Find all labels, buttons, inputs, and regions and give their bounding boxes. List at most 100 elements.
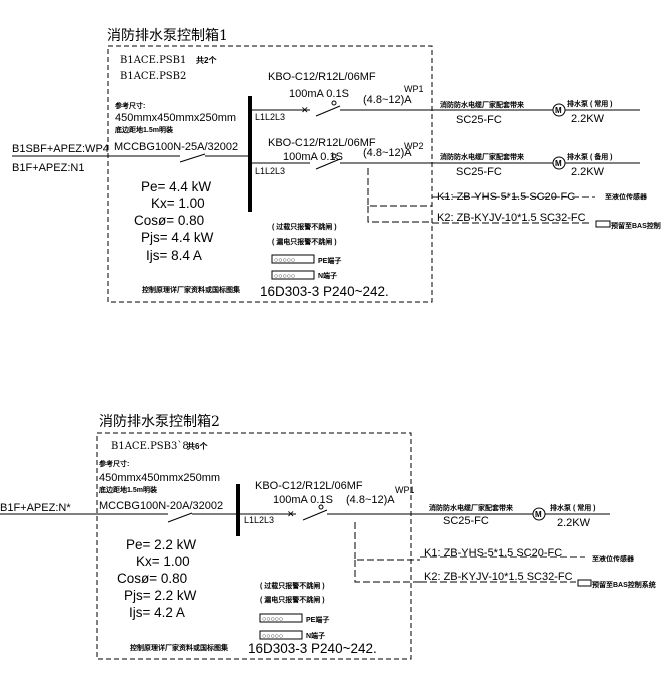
panel-2-wp1-conduit: SC25-FC <box>443 515 489 527</box>
panel-2-feeder-a: B1F+APEZ:N* <box>0 502 71 514</box>
panel-2-wp1-power: 2.2KW <box>557 517 591 529</box>
panel-2-main-switch <box>167 512 193 523</box>
panel-2-n-terminal-box <box>259 630 303 640</box>
panel-2-wp1-xmark: ✕ <box>287 509 295 519</box>
panel-2-count: 共6个 <box>187 441 208 451</box>
panel-1-enclosure <box>107 45 433 303</box>
panel-2-mount: 底边距地1.5m明装 <box>99 485 157 494</box>
panel-2-kx: Kx= 1.00 <box>136 554 190 569</box>
panel-1-k1-note: 至液位传感器 <box>605 192 648 201</box>
panel-1-wp1-leak: 100mA 0.1S <box>289 88 349 100</box>
panel-2-over-alarm: ( 过载只报警不跳闸 ) <box>260 581 325 590</box>
svg-text:○○○○○: ○○○○○ <box>274 257 295 264</box>
panel-2-k1: K1: ZB-YHS-5*1.5 SC20-FC <box>424 547 562 559</box>
svg-text:M: M <box>555 106 562 115</box>
panel-1-code-b: B1ACE.PSB2 <box>120 71 186 82</box>
panel-2-k2-line <box>354 560 420 583</box>
panel-2-size-label: 参考尺寸: <box>99 459 129 468</box>
panel-2-k2-terminal <box>577 579 592 587</box>
panel-1-wp2-range: (4.8~12)A <box>363 147 412 159</box>
panel-2-ijs: Ijs= 4.2 A <box>129 605 185 620</box>
panel-1-mount: 底边距地1.5m明装 <box>115 125 173 134</box>
panel-2-note-prefix: 控制原理详厂家资料或国标图集 <box>130 643 229 652</box>
panel-2-pe: Pe= 2.2 kW <box>126 537 196 552</box>
panel-1-wp2-bus-label: L1L2L3 <box>255 166 285 176</box>
panel-2-wp1-breaker: KBO-C12/R12L/06MF <box>255 480 363 492</box>
panel-1-wp2-switch <box>315 158 341 170</box>
panel-1-k1: K1: ZB-YHS-5*1.5 SC20-FC <box>437 191 575 203</box>
panel-1-wp2-power: 2.2KW <box>571 166 605 178</box>
panel-1-leak-alarm: ( 漏电只报警不跳闸 ) <box>272 237 337 246</box>
panel-2: 消防排水泵控制箱2 B1ACE.PSB3`8 共6个 参考尺寸: 450mmx4… <box>0 414 656 660</box>
panel-1-k2-line <box>367 206 432 223</box>
panel-1-wp1-label: WP1 <box>404 84 424 94</box>
panel-1-pjs: Pjs= 4.4 kW <box>141 230 214 245</box>
panel-1-count: 共2个 <box>196 55 217 65</box>
panel-2-n-terminal: N端子 <box>306 631 325 640</box>
panel-1-kx: Kx= 1.00 <box>151 196 205 211</box>
panel-1-wp2-pump: 排水泵 ( 备用 ) <box>567 152 613 161</box>
panel-2-wp1-range: (4.8~12)A <box>346 494 395 506</box>
panel-1-pe: Pe= 4.4 kW <box>141 179 211 194</box>
panel-1-wp1-xmark: ✕ <box>301 105 309 115</box>
panel-1-code-a: B1ACE.PSB1 <box>120 55 186 66</box>
panel-1-wp2-conduit: SC25-FC <box>456 166 502 178</box>
panel-1-n-terminal: N端子 <box>318 271 337 280</box>
panel-1-main-switch <box>179 153 206 163</box>
panel-1-feeder-b: B1F+APEZ:N1 <box>12 162 84 174</box>
panel-1-n-terminal-box <box>271 270 315 280</box>
panel-2-cos: Cosø= 0.80 <box>117 571 187 586</box>
panel-2-k2: K2: ZB-KYJV-10*1.5 SC32-FC <box>424 571 573 583</box>
panel-2-bus-label: L1L2L3 <box>244 515 274 525</box>
panel-1-ijs: Ijs= 8.4 A <box>146 248 202 263</box>
panel-1-wp2-breaker: KBO-C12/R12L/06MF <box>268 137 376 149</box>
panel-1-k2: K2: ZB-KYJV-10*1.5 SC32-FC <box>437 212 586 224</box>
panel-1-note-prefix: 控制原理详厂家资料或国标图集 <box>142 285 241 294</box>
panel-1-k2-note: 预留至BAS控制 <box>611 221 661 230</box>
panel-2-code-a: B1ACE.PSB3`8 <box>111 441 189 452</box>
panel-1-title: 消防排水泵控制箱1 <box>107 28 228 44</box>
panel-1-k1-line <box>367 168 432 207</box>
panel-2-main-breaker: MCCBG100N-20A/32002 <box>99 500 223 512</box>
panel-2-title: 消防排水泵控制箱2 <box>99 414 220 430</box>
panel-2-wp1-leak: 100mA 0.1S <box>273 494 333 506</box>
panel-1-wp1-conduit: SC25-FC <box>456 114 502 126</box>
panel-1-feeder-a: B1SBF+APEZ:WP4 <box>12 143 109 155</box>
panel-1-wp2-leak: 100mA 0.1S <box>283 151 343 163</box>
panel-2-pjs: Pjs= 2.2 kW <box>124 588 197 603</box>
panel-1-size: 450mmx450mmx250mm <box>115 112 236 124</box>
panel-2-wp1-pump: 排水泵 ( 常用 ) <box>550 503 596 512</box>
svg-text:M: M <box>535 510 542 519</box>
panel-2-k2-note: 预留至BAS控制系统 <box>592 580 656 589</box>
panel-1-wp1-power: 2.2KW <box>571 113 605 125</box>
panel-1-over-alarm: ( 过载只报警不跳闸 ) <box>272 222 337 231</box>
panel-2-leak-alarm: ( 漏电只报警不跳闸 ) <box>260 595 325 604</box>
panel-1: 消防排水泵控制箱1 B1ACE.PSB1 共2个 B1ACE.PSB2 参考尺寸… <box>12 28 661 303</box>
panel-2-note: 16D303-3 P240~242. <box>248 641 377 656</box>
panel-1-pe-terminal: PE端子 <box>318 256 341 265</box>
panel-2-pe-terminal: PE端子 <box>306 615 329 624</box>
panel-2-enclosure <box>96 432 412 660</box>
panel-1-wp1-pump: 排水泵 ( 常用 ) <box>567 99 613 108</box>
panel-1-wp2-cable-note: 消防防水电缆厂家配套带来 <box>440 152 525 161</box>
panel-1-pe-terminal-box <box>271 254 315 264</box>
panel-1-wp1-switch <box>315 105 341 117</box>
panel-2-k1-line <box>354 522 420 561</box>
panel-1-wp1-breaker: KBO-C12/R12L/06MF <box>268 71 376 83</box>
panel-1-main-breaker: MCCBG100N-25A/32002 <box>114 141 238 153</box>
panel-1-wp1-range: (4.8~12)A <box>363 94 412 106</box>
panel-1-cos: Cosø= 0.80 <box>134 213 204 228</box>
panel-1-wp1-cable-note: 消防防水电缆厂家配套带来 <box>440 100 525 109</box>
svg-text:○○○○○: ○○○○○ <box>274 273 295 280</box>
panel-2-wp1-label: WP1 <box>395 485 415 495</box>
panel-1-k2-terminal <box>595 220 611 228</box>
panel-2-wp1-switch <box>302 509 328 521</box>
svg-text:○○○○○: ○○○○○ <box>262 616 283 623</box>
panel-2-pe-terminal-box <box>259 613 303 623</box>
panel-1-size-label: 参考尺寸: <box>115 101 145 110</box>
svg-text:○○○○○: ○○○○○ <box>262 633 283 640</box>
panel-2-k1-note: 至液位传感器 <box>592 554 635 563</box>
panel-1-note: 16D303-3 P240~242. <box>260 284 389 299</box>
panel-1-wp1-bus-label: L1L2L3 <box>255 112 285 122</box>
